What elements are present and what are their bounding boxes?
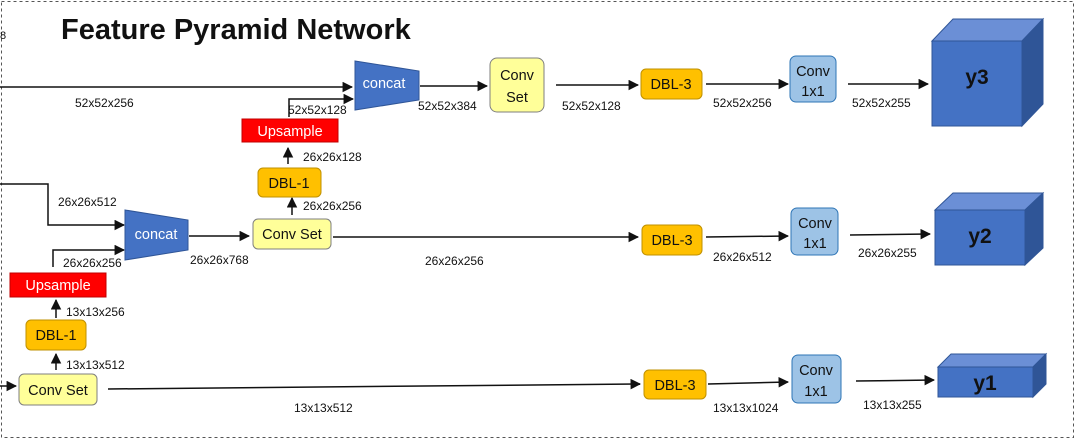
dim-label: 52x52x384 [418, 99, 477, 113]
arrow-dbl3-bot-to-conv1x1 [707, 376, 790, 388]
conv-set-top-label-2: Set [506, 90, 528, 106]
dim-label: 52x52x256 [75, 96, 134, 110]
dim-label: 26x26x128 [303, 150, 362, 164]
upsample-top-label: Upsample [257, 124, 322, 140]
y3-label: y3 [965, 66, 988, 89]
dbl3-mid-label: DBL-3 [651, 233, 692, 249]
dbl3-top-block: DBL-3 [640, 68, 703, 100]
concat-mid-label: concat [135, 227, 178, 243]
conv1x1-bot-label-2: 1x1 [804, 384, 827, 400]
arrow-upsample-to-concat-top [288, 93, 355, 117]
arrow-input-26-to-concat [0, 183, 126, 231]
dbl1-mid-block: DBL-1 [257, 167, 322, 198]
arrow-dbl3-mid-to-conv1x1 [705, 230, 790, 242]
dbl1-bot-block: DBL-1 [25, 319, 87, 351]
conv-set-top-label-1: Conv [500, 68, 535, 84]
conv1x1-mid-label-1: Conv [798, 216, 833, 232]
dim-label: 52x52x128 [288, 103, 347, 117]
dbl1-bot-label: DBL-1 [35, 328, 76, 344]
dim-label: 26x26x256 [303, 199, 362, 213]
conv-set-mid-block: Conv Set [252, 218, 332, 250]
output-y2-cube: y2 [933, 191, 1045, 267]
y1-label: y1 [973, 372, 997, 395]
dim-label: 52x52x128 [562, 99, 621, 113]
dim-label: 13x13x255 [863, 398, 922, 412]
dim-label: 52x52x256 [713, 96, 772, 110]
dbl3-top-label: DBL-3 [650, 77, 691, 93]
conv-set-bot-label: Conv Set [28, 383, 88, 399]
dbl3-bot-block: DBL-3 [643, 369, 707, 400]
conv1x1-mid-block: Conv 1x1 [790, 207, 839, 256]
conv-set-top-block: Conv Set [489, 57, 545, 113]
arrow-conv1x1-mid-to-y2 [849, 228, 932, 240]
upsample-mid-label: Upsample [25, 278, 90, 294]
conv1x1-mid-label-2: 1x1 [803, 236, 826, 252]
concat-top-label: concat [363, 76, 406, 92]
dim-label: 13x13x256 [66, 305, 125, 319]
conv1x1-top-label-2: 1x1 [801, 84, 824, 100]
y2-label: y2 [968, 225, 991, 248]
dim-label: 52x52x255 [852, 96, 911, 110]
dbl1-mid-label: DBL-1 [268, 176, 309, 192]
dim-label: 26x26x512 [713, 250, 772, 264]
dbl3-bot-label: DBL-3 [654, 378, 695, 394]
dim-label: 26x26x512 [58, 195, 117, 209]
dim-label: 13x13x512 [66, 358, 125, 372]
arrow-conv1x1-bot-to-y1 [855, 374, 936, 386]
upsample-top-block: Upsample [241, 118, 339, 143]
arrow-convset-bot-to-dbl3 [107, 378, 642, 390]
diagram-title: Feature Pyramid Network [61, 14, 412, 46]
upsample-mid-block: Upsample [9, 272, 107, 298]
output-y3-cube: y3 [930, 17, 1045, 128]
conv-set-bot-block: Conv Set [18, 373, 98, 406]
corner-mark: 8 [0, 30, 6, 42]
arrow-upsample-to-concat-mid [52, 244, 126, 267]
dim-label: 26x26x768 [190, 253, 249, 267]
conv-set-mid-label: Conv Set [262, 227, 322, 243]
dim-label: 26x26x256 [425, 254, 484, 268]
conv1x1-top-label-1: Conv [796, 64, 831, 80]
conv1x1-top-block: Conv 1x1 [789, 55, 837, 103]
conv1x1-bot-block: Conv 1x1 [791, 354, 842, 404]
concat-top-block: concat [354, 60, 420, 111]
dbl3-mid-block: DBL-3 [641, 224, 703, 256]
dim-label: 13x13x512 [294, 401, 353, 415]
dim-label: 26x26x256 [63, 256, 122, 270]
conv1x1-bot-label-1: Conv [799, 363, 834, 379]
dim-label: 26x26x255 [858, 246, 917, 260]
output-y1-cube: y1 [936, 352, 1048, 399]
dim-label: 13x13x1024 [713, 401, 779, 415]
concat-mid-block: concat [124, 209, 189, 261]
